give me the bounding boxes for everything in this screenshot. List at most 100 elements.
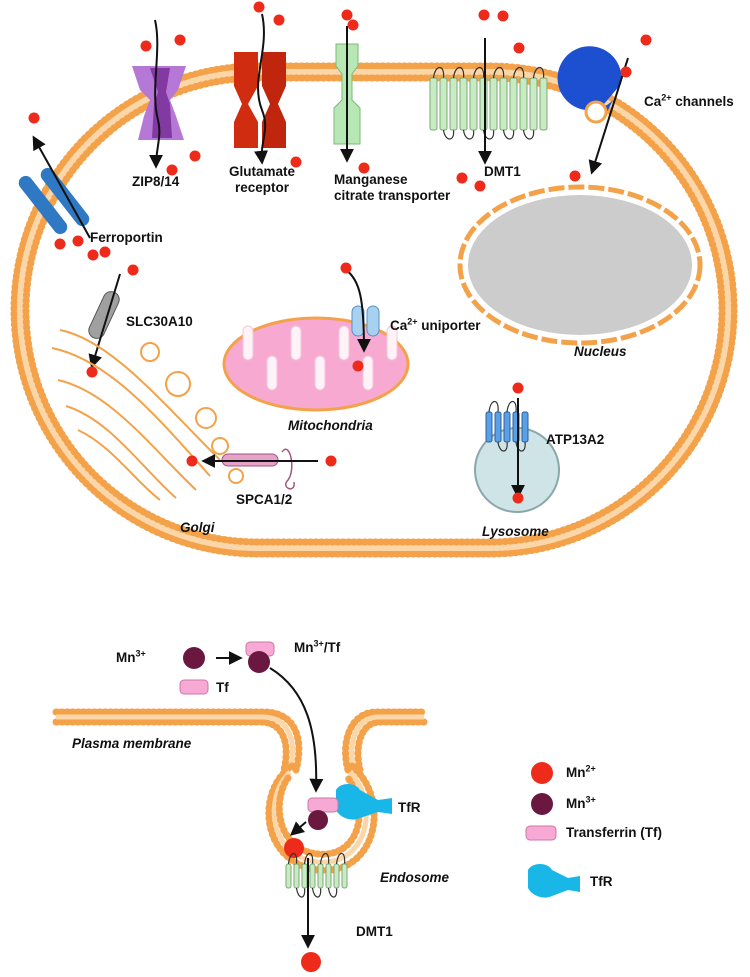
helix-loop [515,441,526,452]
mn2-ion [87,249,99,261]
glutamate-label-line2: receptor [234,180,290,195]
mn2-ion [325,455,337,467]
transmembrane-helix [521,411,529,443]
atp13a2-transporter [485,400,529,452]
nucleus-envelope [457,184,703,346]
helix-loop [319,852,330,865]
mn2-ion [140,40,152,52]
mn3-label: Mn3+ [116,648,146,666]
nucleus-interior [468,195,692,335]
mn2-ion [186,455,198,467]
mn2-ion [352,360,364,372]
transmembrane-helix [429,77,438,131]
helix-loop [492,66,505,79]
ferroportin-label: Ferroportin [90,230,163,245]
calcium-channel-pore [584,100,608,124]
mn2-ion [456,172,468,184]
zip-label: ZIP8/14 [132,174,180,189]
glutamate-receptor-label: Glutamate receptor [214,164,310,196]
mn3-in-complex [248,651,270,673]
mn3-tf-rest: /Tf [323,640,341,655]
legend-mn3-label: Mn3+ [566,794,596,812]
zip-arrow [149,19,164,169]
mn2-ion [290,156,302,168]
mn2-ion [174,34,186,46]
calcium-channel-arrow [588,57,629,175]
mn3-in-endosome [308,810,328,830]
calcium-channel [557,46,622,124]
golgi-label: Golgi [180,520,215,535]
mn2-ion [512,382,524,394]
helix-loop [442,129,455,140]
mn2-ion [341,9,353,21]
mn2-ion [620,66,632,78]
helix-loop [303,852,314,865]
mn2-ion [273,14,285,26]
mn3-sup: 3+ [135,648,146,659]
transmembrane-helix [494,411,502,443]
transmembrane-helix [503,411,511,443]
complex-to-endosome-arrow [269,667,324,793]
mn2-ion [347,19,359,31]
plasma-membrane-right-inner [354,718,428,774]
legend-mn-base: Mn [566,765,586,780]
legend-mn3-sup: 3+ [585,794,596,805]
mn2-ion [166,164,178,176]
helix-loop [502,129,515,140]
golgi-cisterna-2 [51,347,211,477]
mn2-ion [99,246,111,258]
helix-loop [432,66,445,79]
transmembrane-helix [469,77,478,131]
mn3-tf-label: Mn3+/Tf [294,639,341,656]
manganese-label-line2: citrate transporter [334,188,451,203]
mn2-ion [54,238,66,250]
mn2-ion [569,170,581,182]
helix-loop [488,400,499,413]
mn2-ion [474,180,486,192]
plasma-membrane-left-outer [52,708,303,774]
crista [362,355,374,391]
dmt1-bottom-label: DMT1 [356,924,393,939]
transmembrane-helix [539,77,548,131]
glutamate-label-line1: Glutamate [228,164,296,179]
helix-loop [452,66,465,79]
helix-loop [532,66,545,79]
ca-base: Ca [644,94,662,109]
tf-label: Tf [216,680,229,695]
legend-mn2-sup: 2+ [585,763,596,774]
legend-transferrin-label: Transferrin (Tf) [566,825,663,840]
transmembrane-helix [499,77,508,131]
mn2-ion [28,112,40,124]
transferrin-in-endosome [307,797,339,813]
calcium-uniporter [351,305,380,337]
slc30a10-arrow [88,273,121,369]
crista [242,325,254,361]
plasma-membrane-left-tails [56,714,295,771]
slc30a10-label: SLC30A10 [126,314,193,329]
mitochondria-cristae [242,325,398,391]
golgi-cisterna-1 [59,329,221,461]
helix-loop [287,852,298,865]
golgi-vesicle [211,437,229,455]
zip-transporter [132,66,186,140]
ferroportin-left-subunit [18,175,68,235]
tfr-receptor-head [336,786,356,806]
crista [290,325,302,361]
ferroportin-arrow [32,135,91,239]
tfr-receptor [336,784,392,820]
mn2-ion [127,264,139,276]
golgi-vesicle [165,371,191,397]
mn2-ions-top [28,1,652,504]
legend-mn2-symbol [531,762,553,784]
crista [338,325,350,361]
mitochondria [222,316,410,412]
nucleus [457,184,703,346]
helix-loop [335,852,346,865]
mn3-ion [183,647,205,669]
glutamate-right-subunit [262,52,286,148]
dmt1-transporter-top [429,66,548,140]
transmembrane-helix [449,77,458,131]
ca-uniporter-rest: uniporter [417,318,481,333]
mitochondria-label: Mitochondria [288,418,373,433]
